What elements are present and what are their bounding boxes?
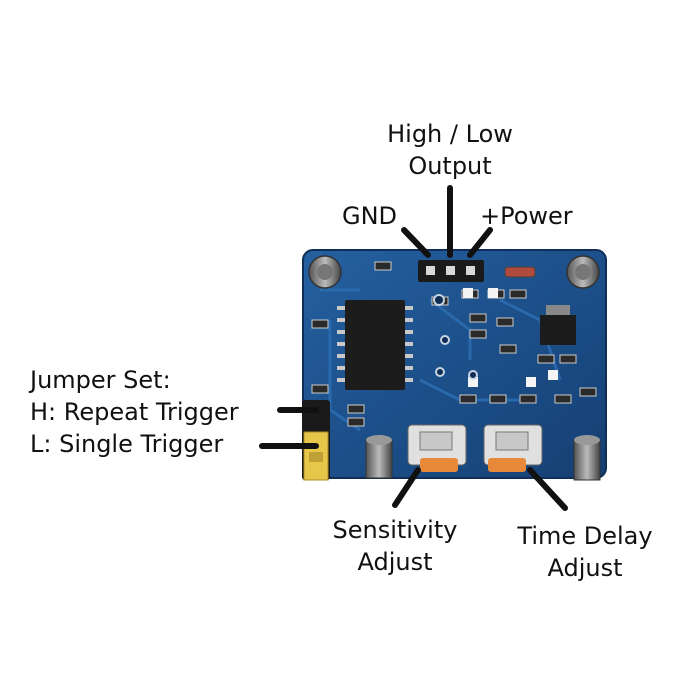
label-power: +Power (480, 202, 573, 230)
sensitivity-potentiometer (407, 424, 467, 472)
pointer-power (467, 227, 493, 258)
label-gnd: GND (342, 202, 398, 230)
label-high-low-output: High / Low Output (360, 118, 540, 182)
diode (504, 266, 536, 278)
label-repeat-trigger: H: Repeat Trigger (30, 398, 239, 426)
pcb-pads (463, 288, 558, 387)
label-jumper-set-title: Jumper Set: (30, 366, 171, 394)
jumper-block (302, 400, 330, 481)
label-sensitivity-line1: Sensitivity (332, 516, 458, 544)
label-time-delay-line1: Time Delay (517, 522, 653, 550)
pointer-sensitivity (392, 467, 421, 508)
label-sensitivity-adjust: Sensitivity Adjust (310, 514, 480, 578)
label-high-low-line2: Output (408, 152, 492, 180)
pointer-gnd (401, 227, 431, 258)
time-delay-potentiometer (483, 424, 543, 472)
label-sensitivity-line2: Adjust (357, 548, 433, 576)
pin-header (418, 260, 484, 282)
ic-chip (337, 300, 413, 390)
label-single-trigger: L: Single Trigger (30, 430, 224, 458)
label-high-low-line1: High / Low (387, 120, 513, 148)
label-time-delay-adjust: Time Delay Adjust (500, 520, 670, 584)
capacitor-top-right (566, 255, 600, 289)
pointer-time-delay (527, 467, 568, 511)
capacitor-bottom-left (365, 435, 393, 479)
label-time-delay-line2: Adjust (547, 554, 623, 582)
regulator-chip (540, 305, 576, 345)
capacitor-bottom-right (573, 435, 601, 481)
pcb-holes (433, 294, 478, 380)
capacitor-top-left (308, 255, 342, 289)
pointer-lines (259, 185, 568, 511)
